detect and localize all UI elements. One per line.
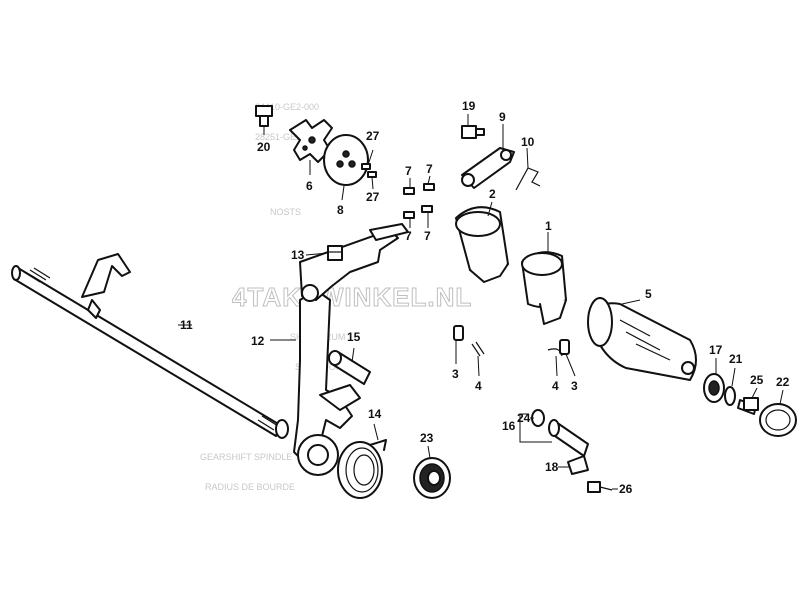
callout-26: 26 (619, 482, 633, 496)
callout-14: 14 (368, 407, 382, 421)
callout-7-c: 7 (405, 229, 412, 243)
part-10-spring (515, 167, 541, 191)
callout-13: 13 (291, 248, 305, 262)
part-8-drum-center (323, 134, 369, 186)
part-15-collar (328, 350, 371, 385)
callout-4-left: 4 (475, 379, 482, 393)
part-2-shift-fork (455, 206, 509, 283)
part-13-bolt (327, 245, 343, 261)
callout-6: 6 (306, 179, 313, 193)
part-1-shift-fork (521, 251, 567, 325)
callout-4-right: 4 (552, 379, 559, 393)
part-22-cap (759, 403, 797, 437)
svg-text:RADIUS DE BOURDE: RADIUS DE BOURDE (205, 482, 295, 492)
callout-3-right: 3 (571, 379, 578, 393)
callout-11: 11 (180, 318, 193, 332)
callout-2: 2 (489, 187, 496, 201)
gearshift-arm (293, 289, 361, 476)
callout-20: 20 (257, 140, 271, 154)
callout-15: 15 (347, 330, 361, 344)
part-3-pins (453, 325, 570, 355)
part-27-pins (361, 163, 377, 178)
callout-27-top: 27 (366, 129, 380, 143)
svg-text:24410-GE2-000: 24410-GE2-000 (255, 102, 319, 112)
callout-1: 1 (545, 219, 552, 233)
callout-9: 9 (499, 110, 506, 124)
callout-25: 25 (750, 373, 764, 387)
callout-27-bottom: 27 (366, 190, 380, 204)
part-14-spring (337, 439, 387, 499)
callout-12: 12 (251, 334, 265, 348)
callout-7-d: 7 (424, 229, 431, 243)
part-21-washer (724, 386, 736, 406)
gearshift-spindle (11, 253, 289, 439)
part-26-bolt (587, 481, 613, 493)
callout-23: 23 (420, 431, 434, 445)
leader-lines (178, 114, 784, 490)
part-18-clip (567, 455, 589, 475)
callout-7-b: 7 (426, 162, 433, 176)
callout-18: 18 (545, 460, 559, 474)
watermark: 4TAKTWINKEL.NL (232, 282, 472, 312)
part-23-oil-seal (413, 457, 451, 499)
callout-labels: 1 2 3 3 4 4 5 6 7 7 7 7 8 9 10 11 12 13 … (180, 99, 790, 496)
callout-17: 17 (709, 343, 723, 357)
part-20-bolt (255, 105, 273, 127)
callout-22: 22 (776, 375, 790, 389)
part-17-bearing (703, 373, 725, 403)
callout-10: 10 (521, 135, 535, 149)
svg-text:NOSTS: NOSTS (270, 207, 301, 217)
callout-16: 16 (502, 419, 516, 433)
part-9-stopper-arm (461, 147, 515, 189)
svg-text:28251-GE2-000: 28251-GE2-000 (255, 132, 319, 142)
part-25-bolt (737, 397, 759, 415)
callout-7-a: 7 (405, 164, 412, 178)
part-19-bolt (461, 125, 485, 139)
part-4-clips (471, 341, 563, 357)
callout-5: 5 (645, 287, 652, 301)
callout-21: 21 (729, 352, 743, 366)
shift-plate (299, 223, 409, 302)
part-7-pins (403, 183, 435, 219)
callout-3-left: 3 (452, 367, 459, 381)
part-16-shaft (548, 419, 589, 457)
part-5-shift-drum (587, 297, 697, 381)
svg-text:GEARSHIFT SPINDLE: GEARSHIFT SPINDLE (200, 452, 292, 462)
callout-19: 19 (462, 99, 476, 113)
callout-8: 8 (337, 203, 344, 217)
callout-24: 24 (517, 411, 531, 425)
